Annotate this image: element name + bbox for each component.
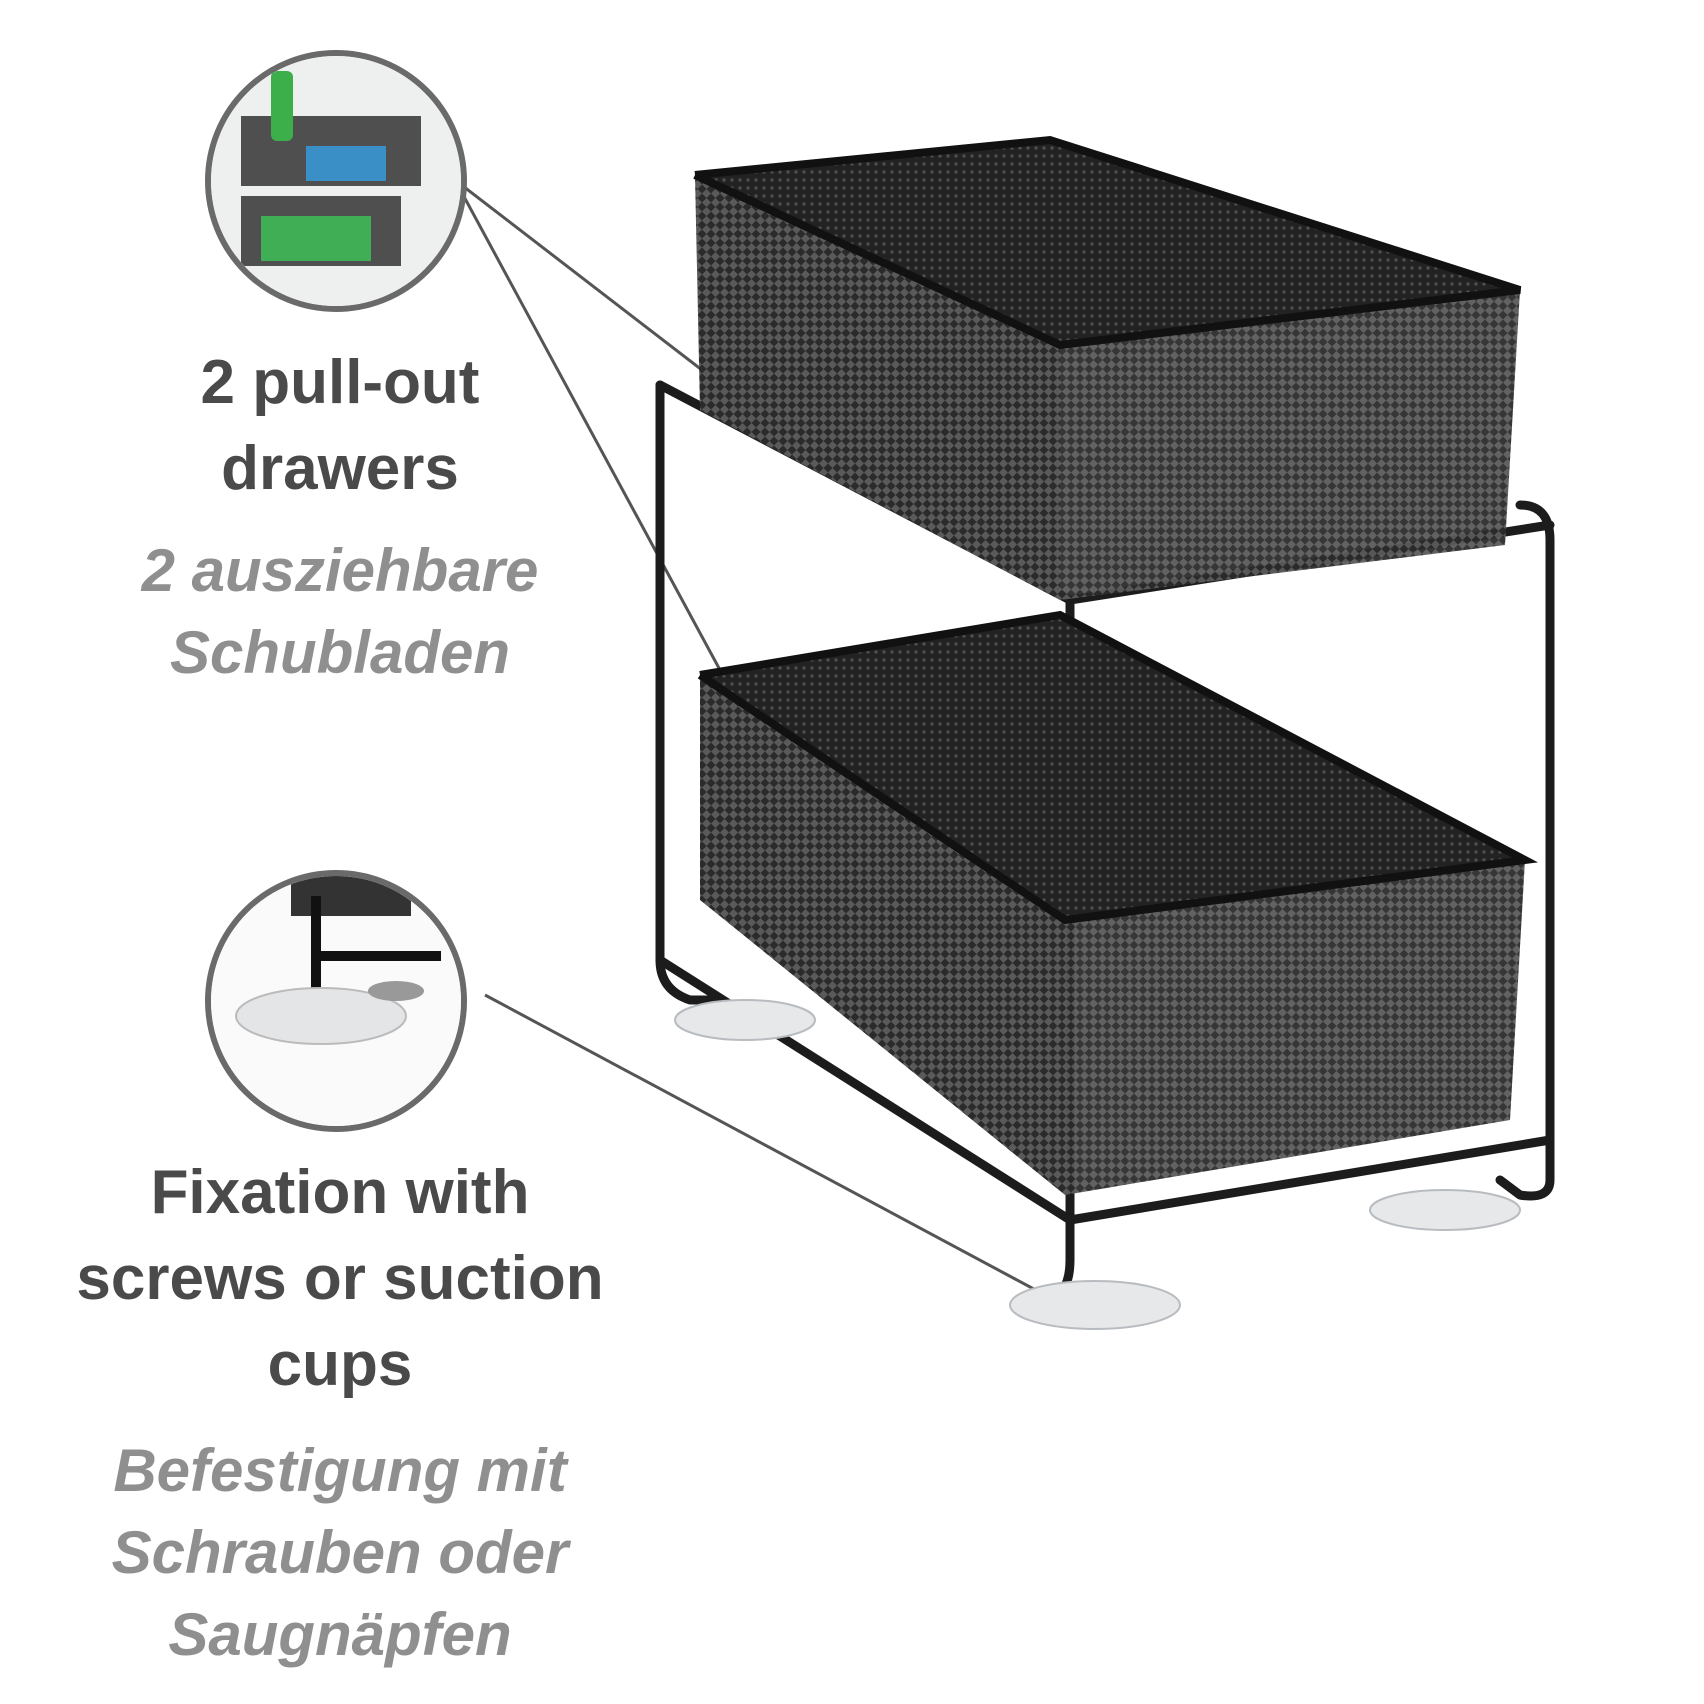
drawers-title-line2: drawers [221,434,459,503]
top-drawer [693,135,1522,600]
fixation-title-line2: screws or suction [76,1244,604,1313]
suction-detail-circle [205,870,467,1132]
bottom-drawer [697,610,1539,1195]
suction-cup-back-right [1369,1189,1521,1231]
suction-cup-front-left [674,999,816,1041]
drawers-subtitle-line2: Schubladen [169,619,511,686]
drawer-detail-photo-icon [211,56,461,306]
leader-line-top-b [453,179,722,671]
suction-cup-detail-photo-icon [211,876,461,1126]
fixation-subtitle-line2: Schrauben oder [111,1519,569,1586]
fixation-title-line1: Fixation with [150,1158,530,1227]
fixation-title-line3: cups [267,1330,413,1399]
leader-lines [453,178,1046,1297]
drawer-detail-circle [205,50,467,312]
fixation-subtitle-line3: Saugnäpfen [168,1601,512,1668]
drawers-subtitle-line1: 2 ausziehbare [141,537,539,604]
fixation-subtitle-line1: Befestigung mit [113,1437,567,1504]
fixation-callout: Fixation with screws or suction cups Bef… [20,1150,660,1676]
leader-line-bottom [484,993,1046,1297]
suction-cups [674,999,1521,1330]
leader-line-top-a [454,178,716,382]
drawers-callout: 2 pull-out drawers 2 ausziehbare Schubla… [60,340,620,694]
suction-cup-front-right [1009,1280,1181,1330]
drawers-title-line1: 2 pull-out [200,348,480,417]
